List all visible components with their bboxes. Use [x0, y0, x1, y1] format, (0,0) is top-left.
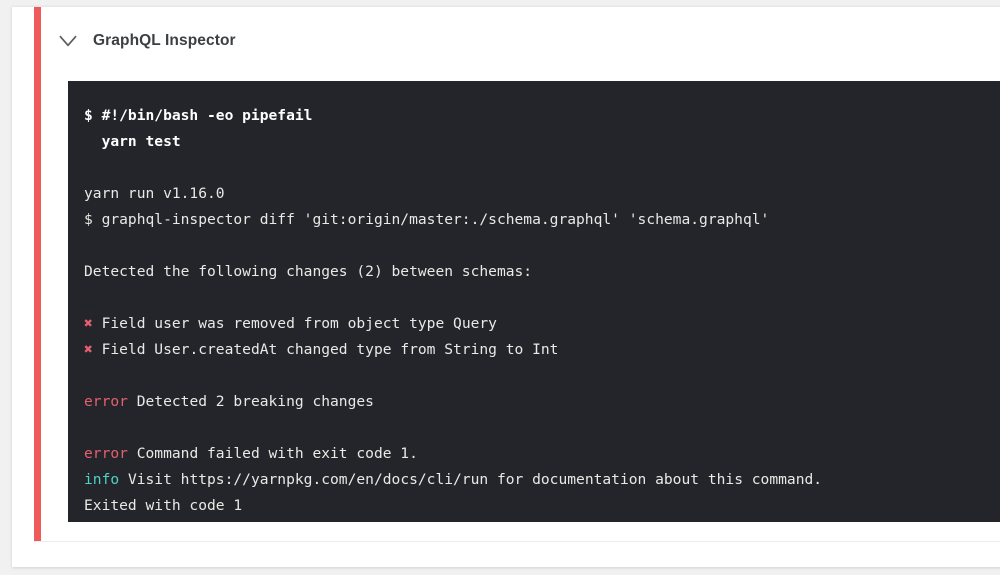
log-line: Detected the following changes (2) betwe…	[84, 259, 1000, 285]
log-line	[84, 233, 1000, 259]
log-line	[84, 363, 1000, 389]
log-output: $ #!/bin/bash -eo pipefail yarn test yar…	[84, 103, 1000, 519]
log-line	[84, 155, 1000, 181]
step-header-toggle[interactable]: GraphQL Inspector	[55, 21, 236, 61]
log-plain-text: yarn run v1.16.0	[84, 185, 225, 202]
step-divider	[34, 541, 1000, 542]
chevron-down-icon[interactable]	[55, 28, 81, 54]
log-command-text: yarn test	[84, 133, 181, 150]
log-line	[84, 285, 1000, 311]
log-line	[84, 415, 1000, 441]
log-line: info Visit https://yarnpkg.com/en/docs/c…	[84, 467, 1000, 493]
step-title: GraphQL Inspector	[93, 32, 236, 49]
log-line: yarn test	[84, 129, 1000, 155]
breaking-change-text: Field User.createdAt changed type from S…	[92, 341, 559, 358]
log-line: Exited with code 1	[84, 493, 1000, 519]
log-line: yarn run v1.16.0	[84, 181, 1000, 207]
log-plain-text: Detected the following changes (2) betwe…	[84, 263, 533, 280]
breaking-change-text: Field user was removed from object type …	[92, 315, 497, 332]
breaking-change-x-icon: ✖	[84, 315, 93, 332]
breaking-change-x-icon: ✖	[84, 341, 93, 358]
error-label: error	[84, 445, 128, 462]
error-text: Command failed with exit code 1.	[127, 445, 418, 462]
info-text: Visit https://yarnpkg.com/en/docs/cli/ru…	[119, 471, 823, 488]
log-line: $ #!/bin/bash -eo pipefail	[84, 103, 1000, 129]
log-line: error Command failed with exit code 1.	[84, 441, 1000, 467]
log-command-text: $ #!/bin/bash -eo pipefail	[84, 107, 313, 124]
log-line: ✖ Field user was removed from object typ…	[84, 311, 1000, 337]
error-label: error	[84, 393, 128, 410]
info-label: info	[84, 471, 120, 488]
log-plain-text: Exited with code 1	[84, 497, 243, 514]
error-text: Detected 2 breaking changes	[127, 393, 374, 410]
log-plain-text: $ graphql-inspector diff 'git:origin/mas…	[84, 211, 770, 228]
build-step-card: GraphQL Inspector $ #!/bin/bash -eo pipe…	[12, 6, 1000, 567]
log-console[interactable]: $ #!/bin/bash -eo pipefail yarn test yar…	[68, 81, 1000, 522]
step-status-accent-bar	[34, 7, 41, 541]
log-line: ✖ Field User.createdAt changed type from…	[84, 337, 1000, 363]
log-line: $ graphql-inspector diff 'git:origin/mas…	[84, 207, 1000, 233]
log-line: error Detected 2 breaking changes	[84, 389, 1000, 415]
